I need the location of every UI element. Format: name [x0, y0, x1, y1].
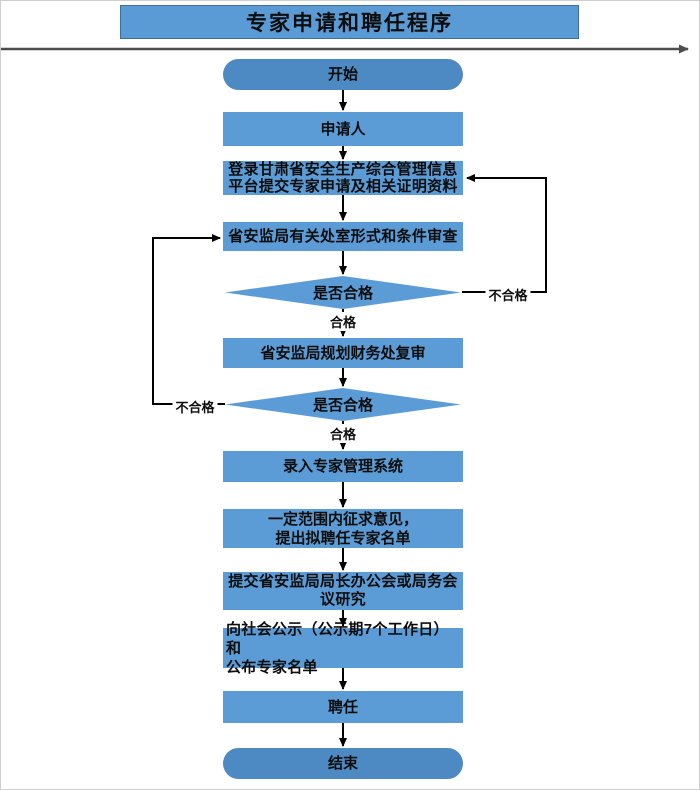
arrow-fail-loop-left	[152, 234, 225, 405]
node-start: 开始	[223, 59, 463, 90]
node-publicity: 向社会公示（公示期7个工作日）和 公布专家名单	[223, 621, 463, 676]
node-finance-review: 省安监局规划财务处复审	[223, 338, 463, 368]
node-submit-meeting: 提交省安监局局长办公会或局务会 议研究	[223, 572, 463, 610]
edge-label-pass-2: 合格	[326, 424, 360, 443]
edge-label-fail-1: 不合格	[485, 285, 531, 304]
node-applicant: 申请人	[223, 112, 463, 146]
node-login-platform: 登录甘肃省安全生产综合管理信息 平台提交专家申请及相关证明资料	[223, 161, 463, 195]
arrow-fail-loop-right	[462, 174, 547, 293]
node-solicit-opinions: 一定范围内征求意见， 提出拟聘任专家名单	[223, 509, 463, 548]
page-title: 专家申请和聘任程序	[120, 5, 579, 39]
node-decision-1: 是否合格	[225, 276, 461, 309]
node-dept-review: 省安监局有关处室形式和条件审查	[223, 222, 463, 251]
node-appointment: 聘任	[223, 691, 463, 723]
edge-label-fail-2: 不合格	[172, 397, 218, 416]
node-end: 结束	[223, 748, 463, 779]
edge-label-pass-1: 合格	[326, 312, 360, 331]
node-decision-2: 是否合格	[225, 388, 461, 421]
node-register-system: 录入专家管理系统	[223, 451, 463, 482]
